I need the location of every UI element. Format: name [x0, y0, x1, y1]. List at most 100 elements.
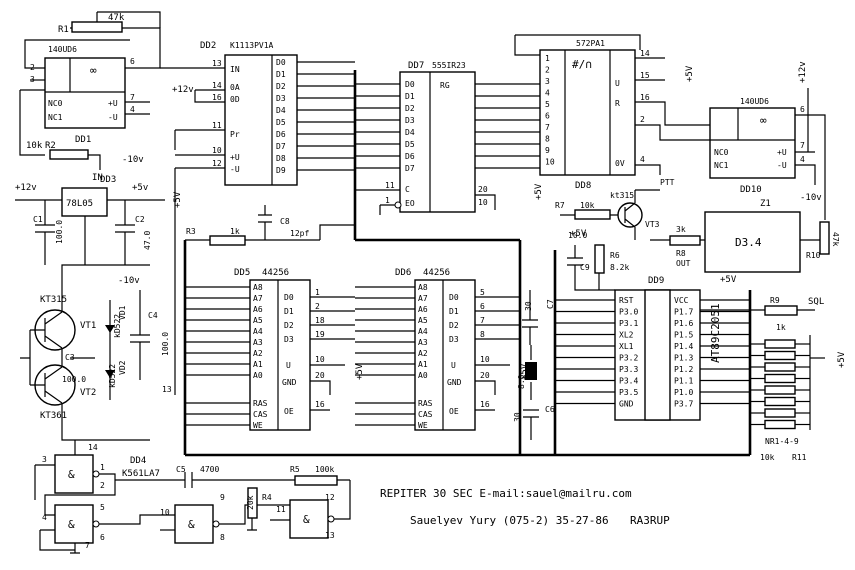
vd1-kd-label: kD522 [113, 314, 122, 338]
dd8-pin-number: 9 [545, 146, 550, 155]
vt1-ref: VT1 [80, 321, 96, 331]
c6-ref: C6 [545, 405, 555, 414]
c2-value: 47.0 [143, 231, 152, 250]
dd7-type-label: 555IR23 [432, 61, 466, 70]
dd4-type-label: K561LA7 [122, 469, 160, 479]
dd10-minus-u-label: -U [777, 161, 787, 170]
svg-text:4: 4 [130, 105, 135, 114]
footer-title: REPITER 30 SEC E-mail:sauel@mailru.com [380, 487, 632, 500]
dd4-gate2-sym: & [68, 518, 75, 531]
dd7-in-label: D5 [405, 140, 415, 149]
vt2-type: KT361 [40, 411, 67, 421]
ram-addr-label: A7 [253, 294, 263, 303]
vd2-ref: VD2 [118, 360, 127, 375]
svg-text:8: 8 [480, 330, 485, 339]
svg-text:16: 16 [315, 400, 325, 409]
clock-caps: C7 30 8.0 C6 30 [513, 290, 555, 440]
dd9-left-label: P3.3 [619, 365, 638, 374]
dd5-d0: D0 [284, 293, 294, 302]
dd9-right-label: P1.1 [674, 377, 693, 386]
dd2-out-label: D8 [276, 154, 286, 163]
r10-value: 47k [831, 232, 840, 247]
ram-addr-label: A4 [418, 327, 428, 336]
dd7-in-label: D1 [405, 92, 415, 101]
dd6-d3: D3 [449, 335, 459, 344]
array-p5v: +5V [837, 351, 847, 368]
dd10-opamp: 140UD6 ∞ NC0 NC1 +U -U DD10 674 -10v +12… [709, 61, 826, 220]
ram-addr-label: A3 [253, 338, 263, 347]
dd4-gate3-sym: & [188, 518, 195, 531]
dd7-rg-label: RG [440, 81, 450, 90]
c7-ref: C7 [546, 299, 555, 309]
dd8-pin-number: 7 [545, 123, 550, 132]
vt3-type: kt315 [610, 191, 634, 200]
dd2-out-label: D0 [276, 58, 286, 67]
dd5-p5v: +5V [355, 363, 365, 380]
dd5-gnd: GND [282, 378, 297, 387]
dd10-ref-label: DD10 [740, 185, 762, 195]
c9-value: 10.0 [568, 231, 587, 240]
dd2-out-label: D5 [276, 118, 286, 127]
svg-text:14: 14 [640, 49, 650, 58]
dd5-u: U [286, 361, 291, 370]
array-resistor [764, 408, 796, 418]
r1-ref: R1 [58, 25, 69, 35]
c7-value: 30 [524, 301, 533, 311]
r8-value: 3k [676, 225, 686, 234]
ram-ctl-label: RAS [418, 399, 433, 408]
svg-text:10: 10 [160, 508, 170, 517]
r7-ref: R7 [555, 201, 565, 210]
dd7-in-label: D6 [405, 152, 415, 161]
dd2-ref-label: DD2 [200, 41, 216, 51]
svg-text:10: 10 [315, 355, 325, 364]
svg-text:10: 10 [478, 198, 488, 207]
dd8-pin-number: 10 [545, 158, 555, 167]
svg-text:18: 18 [315, 316, 325, 325]
svg-text:10: 10 [480, 355, 490, 364]
dd8-p5v-label: +5V [685, 65, 695, 82]
dd1-ref-label: DD1 [75, 135, 91, 145]
r6-ref: R6 [610, 251, 620, 260]
dd3-in-12v-label: +12v [15, 183, 37, 193]
dd9-right-label: P1.0 [674, 388, 693, 397]
dd6-oe: OE [449, 407, 459, 416]
dd2-12v-label: +12v [172, 85, 194, 95]
dd10-symbol: ∞ [760, 114, 767, 127]
dd6-gnd: GND [447, 378, 462, 387]
dd8-pin-number: 4 [545, 89, 550, 98]
svg-text:13: 13 [212, 59, 222, 68]
r2-ref: R2 [45, 141, 56, 151]
dd10-type-label: 140UD6 [740, 97, 769, 106]
r3-c8: R3 1k C8 12pf [185, 205, 355, 246]
dd9-left-label: XL2 [619, 331, 634, 340]
dd8-u-label: U [615, 79, 620, 88]
dd9-left-label: P3.2 [619, 354, 638, 363]
dd6-u: U [451, 361, 456, 370]
r2-resistor: 10k R2 IN [26, 141, 103, 183]
dd9-right-label: P3.7 [674, 400, 693, 409]
vt2-ref: VT2 [80, 388, 96, 398]
dd9-mcu: DD9 AT89C2051 RSTP3.0P3.1XL2XL1P3.2P3.3P… [555, 275, 750, 421]
dd2-out-label: D2 [276, 82, 286, 91]
dd6-d0: D0 [449, 293, 459, 302]
ram-ctl-label: CAS [418, 410, 433, 419]
c2-ref: C2 [135, 215, 145, 224]
ram-ctl-label: WE [418, 421, 428, 430]
array-resistor [764, 396, 796, 407]
dd9-p5v-label: +5V [720, 275, 737, 285]
dd3-type-label: 78L05 [66, 199, 93, 209]
reset-network: 10.0 C9 R6 8.2k +5V [567, 229, 629, 291]
svg-text:12: 12 [325, 493, 335, 502]
dd2-p5v-label: +5V [173, 191, 183, 208]
r2-value: 10k [26, 141, 43, 151]
c9-ref: C9 [580, 263, 590, 272]
dd2-0a-label: 0A [230, 83, 240, 92]
dd2-in-label: IN [230, 65, 240, 74]
dd7-ref-label: DD7 [408, 61, 424, 71]
dd6-d1: D1 [449, 307, 459, 316]
dd2-out-label: D6 [276, 130, 286, 139]
dd4-gate4-sym: & [303, 513, 310, 526]
dd8-0v-label: 0V [615, 159, 625, 168]
